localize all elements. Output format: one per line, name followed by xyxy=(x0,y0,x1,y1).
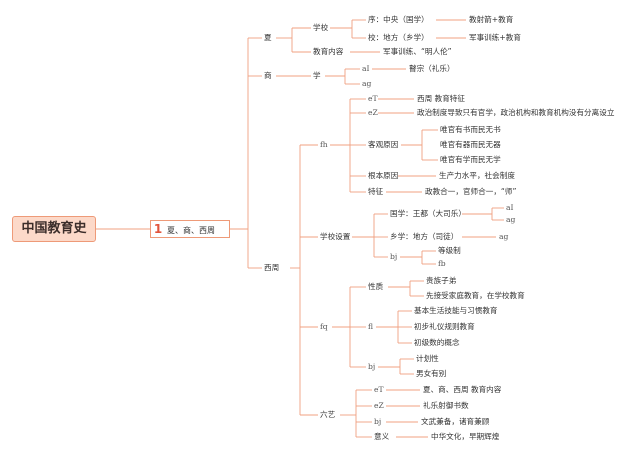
node-xizhou-et-note[interactable]: 西周 教育特征 xyxy=(417,94,465,103)
node-shang-school[interactable]: 学 xyxy=(313,71,321,80)
node-liuyi-et-note[interactable]: 夏、商、西周 教育内容 xyxy=(423,385,502,394)
node-guoxue-a[interactable]: aI xyxy=(506,203,514,212)
node-fq-bj[interactable]: bj xyxy=(368,362,376,371)
node-xizhou-et[interactable]: eT xyxy=(368,94,378,103)
node-liuyi-ez[interactable]: eZ xyxy=(374,401,384,410)
node-root-cause[interactable]: 根本原因 xyxy=(368,171,399,180)
node-objective[interactable]: 客观原因 xyxy=(368,140,399,149)
node-xiangxue-a[interactable]: ag xyxy=(499,232,509,241)
node-fq[interactable]: fq xyxy=(320,322,328,331)
node-xu-note[interactable]: 教射箭+教育 xyxy=(469,15,514,24)
node-fh[interactable]: fh xyxy=(320,140,328,149)
node-xia-content-note[interactable]: 军事训练、“明人伦” xyxy=(383,47,452,56)
node-fl-2[interactable]: 初步礼仪规则教育 xyxy=(414,322,475,331)
node-guoxue[interactable]: 国学：王都（大司乐） xyxy=(390,209,466,218)
node-liuyi-ez-note[interactable]: 礼乐射御书数 xyxy=(423,401,469,410)
node-fl[interactable]: fl xyxy=(368,322,374,331)
node-gender[interactable]: 男女有别 xyxy=(416,369,447,378)
node-xia-school[interactable]: 学校 xyxy=(313,23,329,32)
node-liuyi-bj-note[interactable]: 文武兼备，诸育兼顾 xyxy=(421,417,490,426)
node-xizhou-ez-note[interactable]: 政治制度导致只有官学，政治机构和教育机构没有分离设立 xyxy=(417,108,615,117)
node-schools-bj[interactable]: bj xyxy=(390,252,398,261)
node-liuyi-bj[interactable]: bj xyxy=(374,417,382,426)
node-xiao-note[interactable]: 军事训练+教育 xyxy=(469,33,521,42)
node-feature[interactable]: 特征 xyxy=(368,187,384,196)
node-objective-3[interactable]: 唯官有学而民无学 xyxy=(440,155,501,164)
node-fb[interactable]: fb xyxy=(438,259,446,268)
node-shang-ai[interactable]: aI xyxy=(362,64,370,73)
node-fl-1[interactable]: 基本生活技能与习惯教育 xyxy=(414,306,498,315)
node-noble[interactable]: 贵族子弟 xyxy=(426,276,457,285)
node-xiao[interactable]: 校：地方（乡学） xyxy=(368,33,429,42)
node-meaning[interactable]: 意义 xyxy=(374,432,390,441)
node-xia[interactable]: 夏 xyxy=(264,33,272,42)
root-node[interactable]: 中国教育史 xyxy=(12,216,96,242)
node-feature-note[interactable]: 政教合一，官师合一，“师” xyxy=(425,187,517,196)
node-shang-ag[interactable]: ag xyxy=(362,79,372,88)
node-xizhou[interactable]: 西周 xyxy=(264,263,280,272)
node-xu[interactable]: 序：中央（国学） xyxy=(368,15,429,24)
chapter-number: 1 xyxy=(153,222,163,236)
node-xiangxue[interactable]: 乡学：地方（司徒） xyxy=(390,232,459,241)
node-xia-content[interactable]: 教育内容 xyxy=(313,47,344,56)
node-shang[interactable]: 商 xyxy=(264,71,272,80)
node-xizhou-ez[interactable]: eZ xyxy=(368,108,378,117)
node-objective-1[interactable]: 唯官有书而民无书 xyxy=(440,125,501,134)
node-liuyi[interactable]: 六艺 xyxy=(320,410,336,419)
node-shang-ai-note[interactable]: 瞽宗（礼乐） xyxy=(409,64,455,73)
node-meaning-note[interactable]: 中华文化，早期辉煌 xyxy=(431,432,500,441)
node-liuyi-et[interactable]: eT xyxy=(374,385,384,394)
chapter-node[interactable]: 1 夏、商、西周 xyxy=(150,220,230,238)
node-fl-3[interactable]: 初级数的概念 xyxy=(414,338,460,347)
node-grade[interactable]: 等级制 xyxy=(438,246,461,255)
chapter-title: 夏、商、西周 xyxy=(167,226,215,235)
node-guoxue-b[interactable]: ag xyxy=(506,215,516,224)
node-family[interactable]: 先接受家庭教育，在学校教育 xyxy=(426,291,525,300)
node-nature[interactable]: 性质 xyxy=(368,282,384,291)
node-root-cause-note[interactable]: 生产力水平，社会制度 xyxy=(439,171,515,180)
node-objective-2[interactable]: 唯官有器而民无器 xyxy=(440,140,501,149)
node-schools[interactable]: 学校设置 xyxy=(320,232,351,241)
node-plan[interactable]: 计划性 xyxy=(416,354,439,363)
